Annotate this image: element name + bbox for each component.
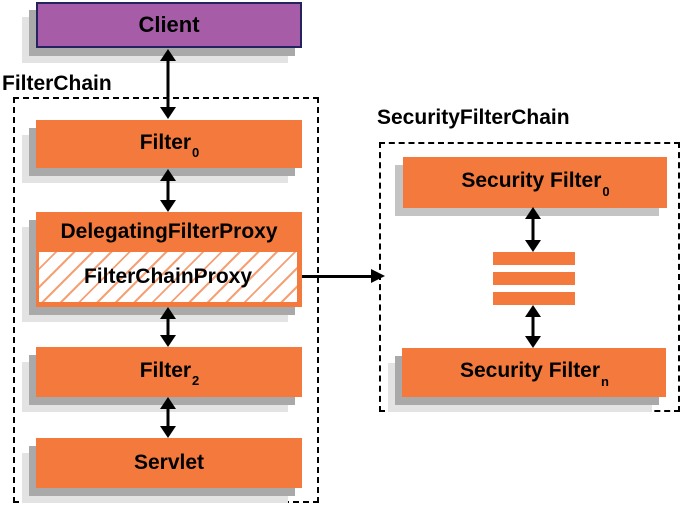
filter2-box: Filter2 [36,347,302,397]
filterchain-title: FilterChain [2,72,112,95]
queue-bar [493,272,575,285]
arrow-down-icon [525,240,541,252]
security-filtern-label: Security Filtern [459,359,609,389]
arrow-down-icon [160,107,176,119]
client-box: Client [36,2,302,48]
arrow-filter2-servlet [159,397,177,438]
filter0-label: Filter0 [139,130,200,161]
filter0-subscript: 0 [192,145,200,161]
queue-bar [493,252,575,265]
servlet-box: Servlet [36,438,302,488]
queue-bars [493,252,575,305]
arrow-down-icon [160,335,176,347]
arrow-up-icon [160,397,176,409]
arrow-client-filter0 [159,49,177,119]
arrow-up-icon [160,307,176,319]
arrow-up-icon [525,305,541,317]
servlet-label: Servlet [133,451,205,474]
security-filtern-subscript: n [601,373,609,389]
arrow-bars-securityfiltern [524,305,542,348]
security-filter0-label: Security Filter0 [461,169,610,199]
filter2-subscript: 2 [192,373,200,389]
filterchain-group-border [13,97,319,503]
client-label: Client [138,12,200,37]
delegating-filter-proxy-label: DelegatingFilterProxy [60,220,278,243]
security-filtern-box: Security Filtern [402,348,666,397]
arrow-down-icon [160,200,176,212]
security-filter-chain-title: SecurityFilterChain [377,106,570,129]
arrow-fcp-securitychain-shaft [302,275,372,278]
filter-chain-proxy-box: FilterChainProxy [39,252,297,302]
filter2-label: Filter2 [139,358,200,389]
arrow-down-icon [160,426,176,438]
arrow-securityfilter0-bars [524,207,542,252]
filter-chain-proxy-label: FilterChainProxy [83,265,253,288]
arrow-up-icon [160,49,176,61]
arrow-up-icon [160,169,176,181]
security-filter0-box: Security Filter0 [403,157,667,208]
arrow-up-icon [525,207,541,219]
filter0-box: Filter0 [36,120,302,168]
queue-bar [493,292,575,305]
arrow-down-icon [525,336,541,348]
arrow-delegating-filter2 [159,307,177,347]
delegating-filter-proxy-box: DelegatingFilterProxy FilterChainProxy [36,212,302,307]
security-filter0-subscript: 0 [602,183,610,199]
arrow-right-icon [371,269,385,283]
arrow-filter0-delegating [159,169,177,212]
